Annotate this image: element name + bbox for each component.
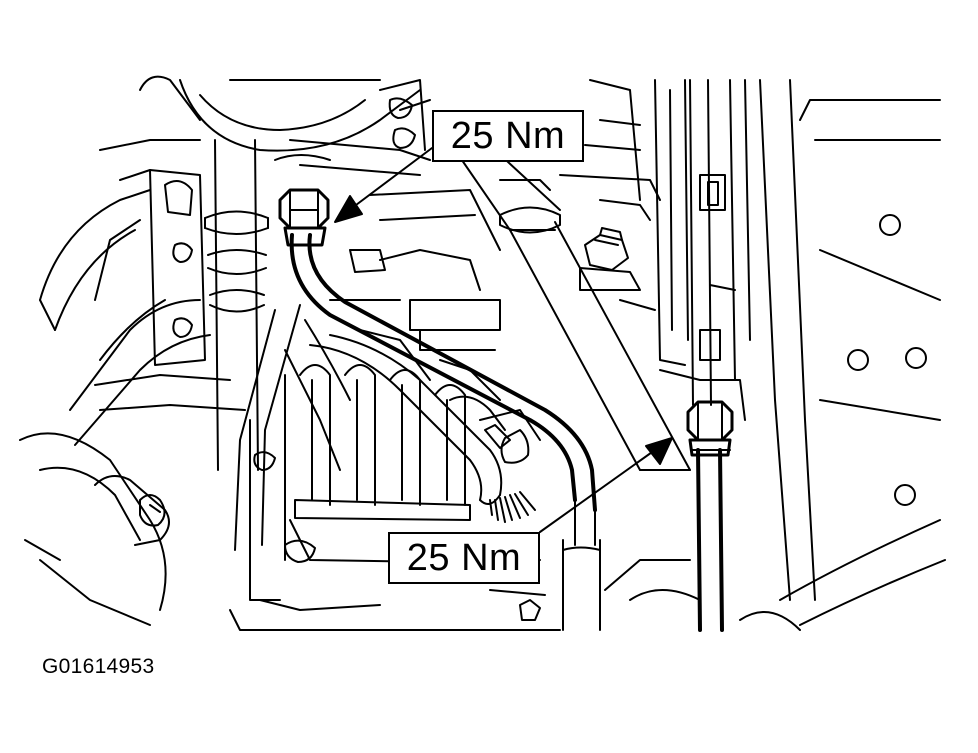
left-vertical-hose [204,139,269,471]
torque-callout-upper: 25 Nm [432,110,584,162]
right-frame-rail [759,79,946,626]
wire-harness-hose [309,334,536,523]
cooler-line-left [289,233,597,512]
left-chassis-structure [19,189,246,626]
hex-bolt-center [579,227,641,291]
crossing-pipes [234,304,351,551]
cooler-line-right [689,79,731,632]
torque-value-lower: 25 Nm [406,536,522,579]
lower-center-tube [562,499,601,631]
top-engine-components [179,79,661,201]
leader-arrow-lower [539,437,673,533]
upper-line-fitting [278,188,330,247]
lower-right-line-fitting [686,400,734,457]
upper-left-bracket [99,75,206,366]
figure-reference-id: G01614953 [42,655,155,678]
leader-arrow-upper [334,147,433,223]
lower-engine-area [229,179,801,631]
right-vertical-members [654,79,751,421]
torque-callout-lower: 25 Nm [388,532,540,584]
torque-value-upper: 25 Nm [450,114,566,157]
transmission-body [329,189,541,464]
